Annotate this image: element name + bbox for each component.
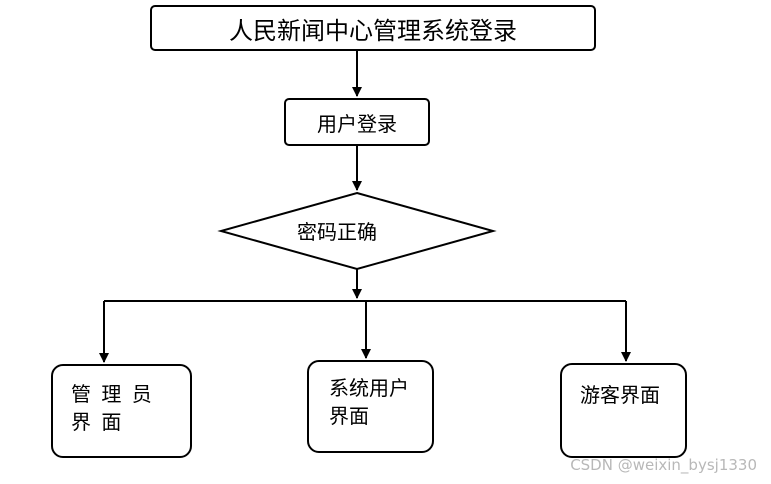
user-login-box: 用户登录 bbox=[284, 98, 430, 146]
guest-interface-box: 游客界面 bbox=[560, 363, 687, 458]
csdn-watermark: CSDN @weixin_bysj1330 bbox=[570, 456, 757, 474]
system-user-interface-box: 系统用户界面 bbox=[307, 360, 434, 453]
system-login-title: 人民新闻中心管理系统登录 bbox=[229, 16, 517, 45]
password-check-label: 密码正确 bbox=[297, 220, 377, 244]
guest-interface-label: 游客界面 bbox=[580, 383, 660, 407]
system-user-interface-label: 系统用户界面 bbox=[329, 376, 409, 428]
admin-interface-label: 管 理 员 界 面 bbox=[71, 382, 154, 434]
user-login-label: 用户登录 bbox=[317, 111, 397, 136]
admin-interface-box: 管 理 员 界 面 bbox=[51, 364, 192, 458]
system-login-title-box: 人民新闻中心管理系统登录 bbox=[150, 5, 596, 51]
